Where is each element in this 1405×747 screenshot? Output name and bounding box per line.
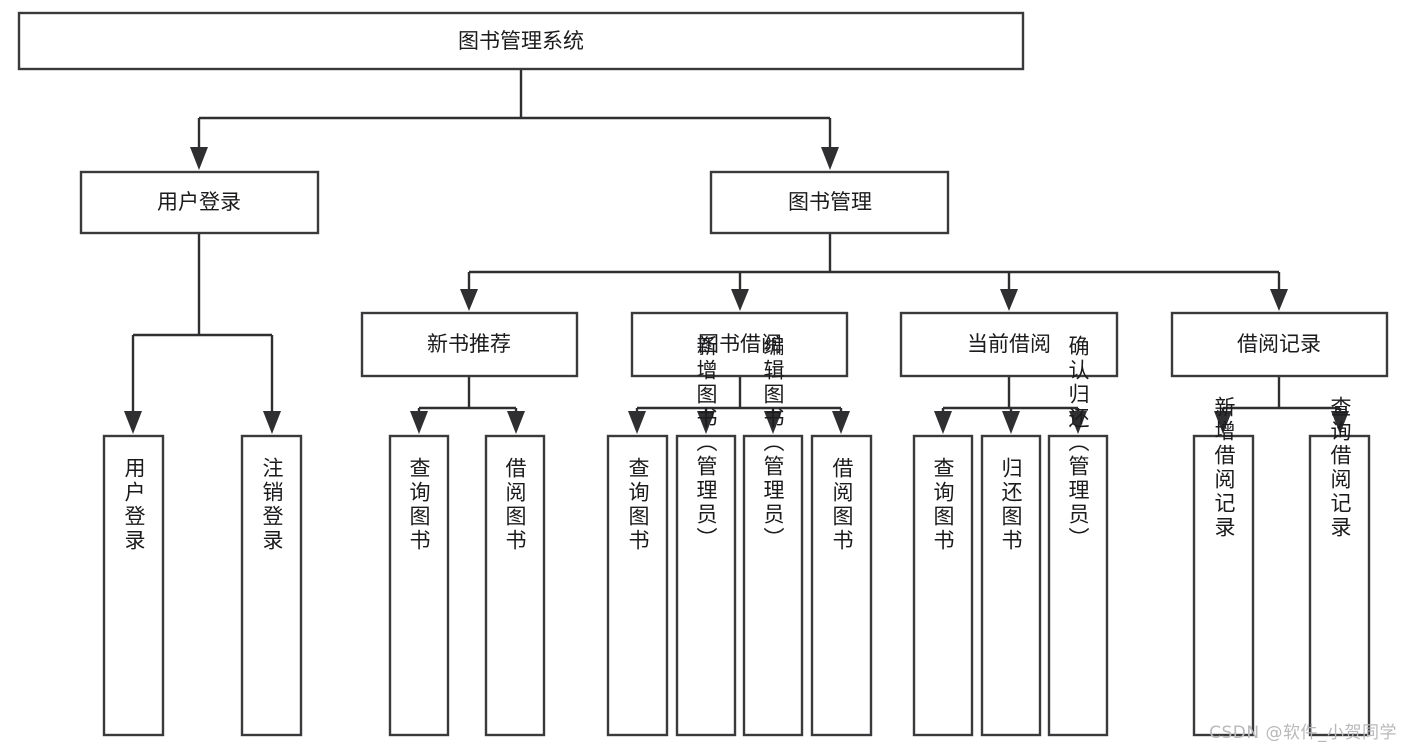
node-leaf-edit-book-admin-box[interactable] [742,434,804,737]
arrowhead-current-borrow-to-confirm [1069,411,1087,434]
node-leaf-logout[interactable]: 注销登录 [240,434,303,737]
node-leaf-user-login-box[interactable] [102,434,165,737]
node-leaf-logout-box[interactable] [240,434,303,737]
node-new-book-recommend-label: 新书推荐 [427,332,511,356]
node-leaf-lend-book[interactable]: 借阅图书 [810,434,873,737]
edge-group-book-mgmt-to-level3 [460,233,1288,311]
node-leaf-return-book-label: 归还图书 [999,457,1023,553]
arrowhead-root-to-user-login [190,147,208,170]
node-book-borrow-box[interactable] [630,311,849,378]
edge-group-user-login-to-leaves [124,233,281,434]
node-leaf-borrow-books-recommend-label: 借阅图书 [503,457,527,553]
node-new-book-recommend[interactable]: 新书推荐 [360,311,579,378]
node-borrow-records-label: 借阅记录 [1237,332,1321,356]
node-leaf-query-books-current-box[interactable] [912,434,974,737]
node-root-system-label: 图书管理系统 [458,29,584,53]
edge-group-records-to-leaves [1214,377,1349,434]
edge-group-current-borrow-to-leaves [934,377,1087,434]
arrowhead-current-borrow-to-query [934,411,952,434]
node-leaf-confirm-return-admin-label: 确认归还（管理员） [1066,335,1090,551]
arrowhead-current-borrow-to-return [1002,411,1020,434]
arrowhead-user-login-to-logout [263,411,281,434]
arrowhead-records-to-query [1331,411,1349,434]
node-leaf-query-books-current-label: 查询图书 [931,457,955,553]
node-leaf-add-borrow-record-label: 新增借阅记录 [1212,396,1236,540]
arrowhead-borrow-to-lend [832,411,850,434]
node-book-management-box[interactable] [709,170,950,235]
arrowhead-borrow-to-edit [764,411,782,434]
edge-group-root-to-level2 [190,69,839,170]
node-leaf-add-book-admin-label: 新增图书（管理员） [694,335,718,551]
arrowhead-new-books-to-query [410,411,428,434]
arrowhead-user-login-to-login [124,411,142,434]
node-root-system[interactable]: 图书管理系统 [17,11,1025,71]
node-leaf-add-book-admin[interactable]: 新增图书（管理员） [675,335,737,737]
node-leaf-borrow-books-recommend[interactable]: 借阅图书 [484,434,546,737]
node-leaf-add-borrow-record[interactable]: 新增借阅记录 [1192,396,1255,737]
node-leaf-user-login[interactable]: 用户登录 [102,434,165,737]
edge-group-borrow-to-leaves [628,377,850,434]
node-current-borrow[interactable]: 当前借阅 [899,311,1119,378]
node-book-borrow-label: 图书借阅 [698,332,782,356]
arrowhead-root-to-book-mgmt [821,147,839,170]
node-current-borrow-label: 当前借阅 [967,332,1051,356]
node-leaf-logout-label: 注销登录 [260,457,284,553]
node-leaf-lend-book-box[interactable] [810,434,873,737]
arrowhead-book-mgmt-to-records [1270,289,1288,311]
arrowhead-borrow-to-query [628,411,646,434]
node-leaf-borrow-books-recommend-box[interactable] [484,434,546,737]
node-root-system-box[interactable] [17,11,1025,71]
node-leaf-query-books-borrow-box[interactable] [606,434,669,737]
csdn-watermark: CSDN @软件_小贺同学 [1209,723,1397,743]
node-leaf-add-book-admin-box[interactable] [675,434,737,737]
node-leaf-confirm-return-admin[interactable]: 确认归还（管理员） [1047,335,1109,737]
node-user-login-label: 用户登录 [157,190,241,214]
node-leaf-query-books-recommend[interactable]: 查询图书 [388,434,450,737]
node-book-management[interactable]: 图书管理 [709,170,950,235]
node-leaf-query-books-borrow[interactable]: 查询图书 [606,434,669,737]
node-borrow-records-box[interactable] [1170,311,1389,378]
node-leaf-confirm-return-admin-box[interactable] [1047,434,1109,737]
node-new-book-recommend-box[interactable] [360,311,579,378]
node-leaf-query-borrow-record[interactable]: 查询借阅记录 [1308,396,1371,737]
arrowhead-book-mgmt-to-borrow [731,289,749,311]
node-leaf-user-login-label: 用户登录 [122,457,146,553]
arrowhead-book-mgmt-to-current-borrow [1000,289,1018,311]
arrowhead-new-books-to-borrow [507,411,525,434]
arrowhead-borrow-to-add [697,411,715,434]
node-user-login-box[interactable] [79,170,320,235]
node-user-login[interactable]: 用户登录 [79,170,320,235]
arrowhead-book-mgmt-to-new-books [460,289,478,311]
arrowhead-records-to-add [1214,411,1232,434]
node-current-borrow-box[interactable] [899,311,1119,378]
node-leaf-query-borrow-record-label: 查询借阅记录 [1328,396,1352,540]
node-book-borrow[interactable]: 图书借阅 [630,311,849,378]
node-leaf-edit-book-admin-label: 编辑图书（管理员） [761,335,785,551]
edge-group-new-books-to-leaves [410,377,525,434]
node-book-management-label: 图书管理 [788,190,872,214]
node-leaf-query-books-recommend-label: 查询图书 [407,457,431,553]
node-leaf-query-books-current[interactable]: 查询图书 [912,434,974,737]
node-leaf-query-books-borrow-label: 查询图书 [626,457,650,553]
node-leaf-query-borrow-record-box[interactable] [1308,434,1371,737]
node-leaf-edit-book-admin[interactable]: 编辑图书（管理员） [742,335,804,737]
node-leaf-lend-book-label: 借阅图书 [830,457,854,553]
node-leaf-add-borrow-record-box[interactable] [1192,434,1255,737]
node-borrow-records[interactable]: 借阅记录 [1170,311,1389,378]
node-leaf-return-book[interactable]: 归还图书 [980,434,1042,737]
node-leaf-return-book-box[interactable] [980,434,1042,737]
node-leaf-query-books-recommend-box[interactable] [388,434,450,737]
